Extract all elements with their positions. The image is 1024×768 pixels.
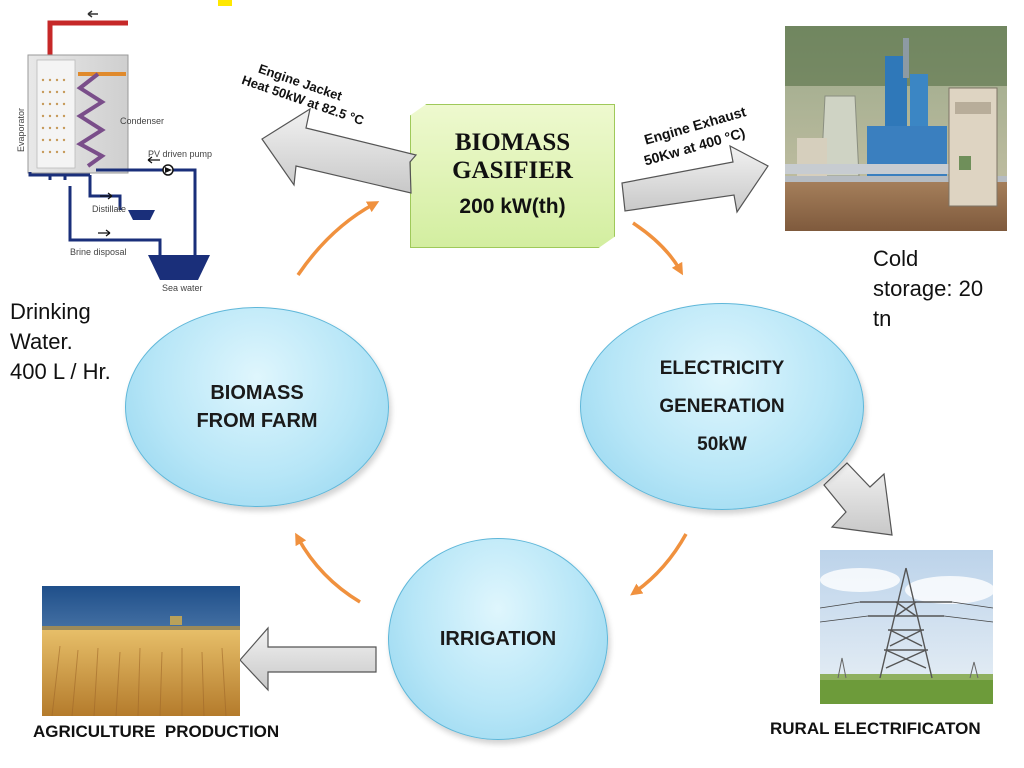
cold-storage-plant-photo <box>785 26 1007 231</box>
electricity-line2: GENERATION <box>659 395 785 417</box>
cold-storage-line3: tn <box>873 306 892 331</box>
drinking-water-line1: Drinking <box>10 299 91 324</box>
agriculture-production-caption: AGRICULTURE PRODUCTION <box>33 722 280 741</box>
electricity-line1: ELECTRICITY <box>659 357 785 379</box>
distillate-label: Distillate <box>92 204 126 214</box>
cycle-arrow-electricity-to-irrigation <box>630 533 688 596</box>
pump-label: PV driven pump <box>148 149 212 159</box>
drinking-water-line2: Water. <box>10 329 73 354</box>
condenser-label: Condenser <box>120 116 164 126</box>
irrigation-ellipse: IRRIGATION <box>388 538 608 740</box>
biomass-farm-line2: FROM FARM <box>196 410 318 432</box>
engine-exhaust-arrow <box>621 144 769 214</box>
electricity-line3: 50kW <box>697 433 747 455</box>
drinking-water-text: Drinking Water. 400 L / Hr. <box>10 297 111 387</box>
rural-electrification-arrow <box>823 462 893 536</box>
agriculture-arrow <box>239 626 377 692</box>
evaporator-label: Evaporator <box>16 108 26 152</box>
cycle-arrow-farm-to-gasifier <box>296 201 380 276</box>
biomass-gasifier-box: BIOMASS GASIFIER 200 kW(th) <box>410 104 615 248</box>
cold-storage-line1: Cold <box>873 246 919 271</box>
irrigation-label: IRRIGATION <box>439 627 557 650</box>
wheat-field-photo <box>42 586 240 716</box>
drinking-water-line3: 400 L / Hr. <box>10 359 111 384</box>
gasifier-title-line1: BIOMASS <box>454 129 571 156</box>
cold-storage-text: Cold storage: 20 tn <box>873 244 983 334</box>
cycle-arrow-irrigation-to-farm <box>295 532 361 604</box>
rural-electrification-caption: RURAL ELECTRIFICATON <box>770 719 981 738</box>
engine-jacket-arrow <box>261 107 418 194</box>
transmission-tower-photo <box>820 550 993 704</box>
desalination-diagram: Evaporator Condenser PV driven pump Dist… <box>16 0 232 293</box>
electricity-generation-ellipse: ELECTRICITY GENERATION 50kW <box>580 303 864 510</box>
cold-storage-line2: storage: 20 <box>873 276 984 301</box>
cycle-arrow-gasifier-to-electricity <box>632 221 683 276</box>
biomass-farm-line1: BIOMASS <box>210 382 304 404</box>
gasifier-power: 200 kW(th) <box>459 195 566 218</box>
sea-water-label: Sea water <box>162 283 203 293</box>
biomass-from-farm-ellipse: BIOMASS FROM FARM <box>125 307 389 507</box>
gasifier-title-line2: GASIFIER <box>452 157 573 184</box>
brine-label: Brine disposal <box>70 247 127 257</box>
